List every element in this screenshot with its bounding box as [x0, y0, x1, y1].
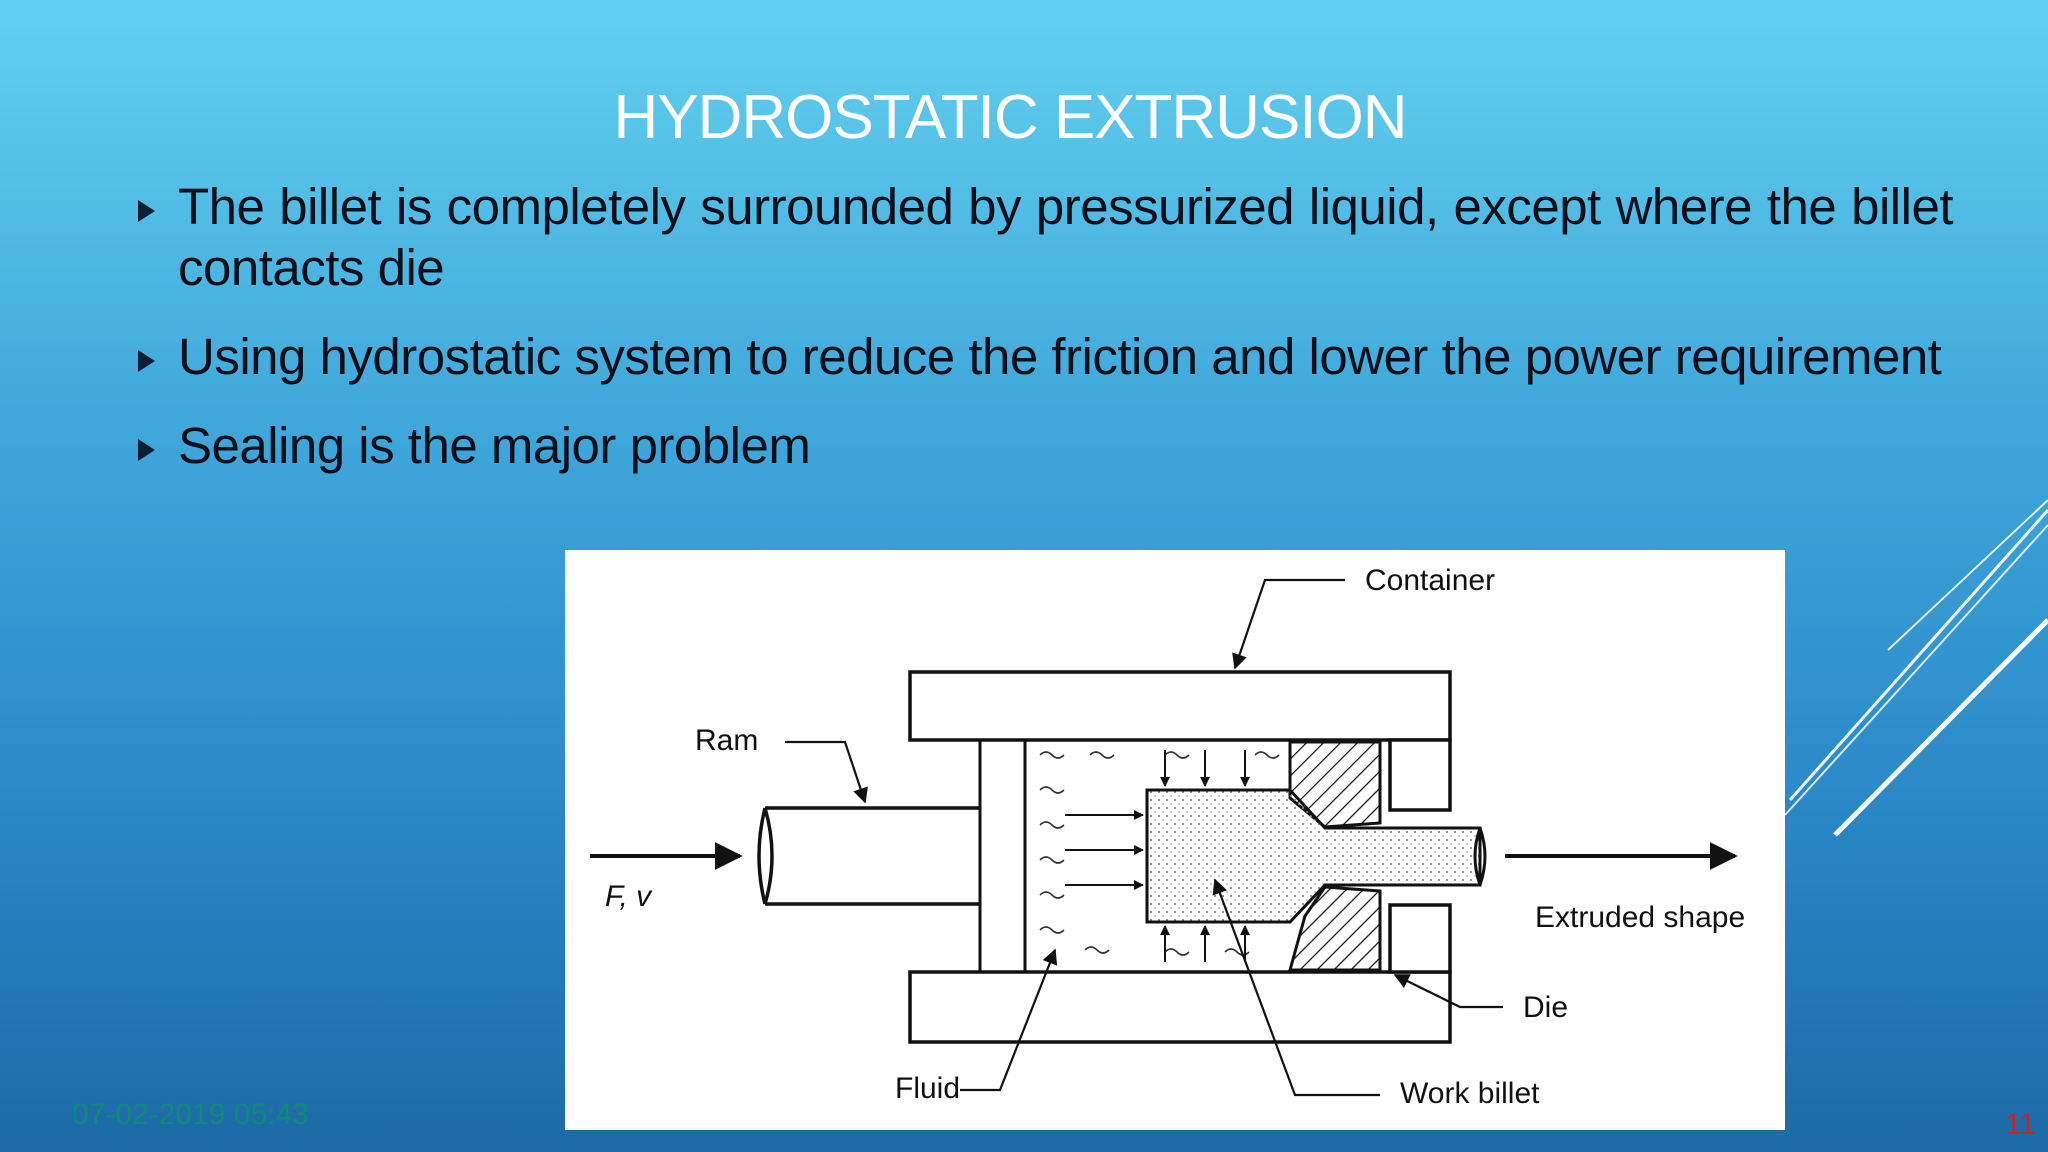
slide-title: HYDROSTATIC EXTRUSION [613, 83, 1407, 152]
label-die: Die [1523, 991, 1568, 1024]
label-container: Container [1365, 564, 1495, 597]
bullet-list: The billet is completely surrounded by p… [138, 176, 1954, 504]
bullet-item: The billet is completely surrounded by p… [138, 176, 1954, 298]
triangle-bullet-icon [138, 350, 155, 372]
bullet-item: Using hydrostatic system to reduce the f… [138, 326, 1953, 387]
bullet-item: Sealing is the major problem [138, 415, 1953, 476]
triangle-bullet-icon [138, 200, 155, 222]
label-extruded-shape: Extruded shape [1535, 901, 1745, 934]
triangle-bullet-icon [138, 439, 155, 461]
label-fluid: Fluid [895, 1072, 960, 1105]
label-work-billet: Work billet [1400, 1077, 1540, 1110]
extruded-shape [1473, 827, 1487, 886]
hydrostatic-extrusion-diagram: Container Ram F, v Extruded shape Die Fl… [565, 550, 1785, 1130]
label-force: F, v [605, 880, 653, 913]
bullet-text: The billet is completely surrounded by p… [178, 178, 1954, 296]
fluid-waves [1039, 751, 1280, 956]
decorative-diagonal-lines [1784, 499, 2048, 837]
pressure-arrows [1065, 750, 1250, 962]
chamber [978, 738, 1390, 974]
bullet-text: Using hydrostatic system to reduce the f… [178, 328, 1942, 385]
label-ram: Ram [695, 724, 758, 757]
footer-date: 07-02-2019 05:43 [72, 1098, 309, 1131]
ram [757, 806, 980, 906]
page-number: 11 [2004, 1108, 2036, 1141]
bullet-text: Sealing is the major problem [178, 417, 811, 474]
